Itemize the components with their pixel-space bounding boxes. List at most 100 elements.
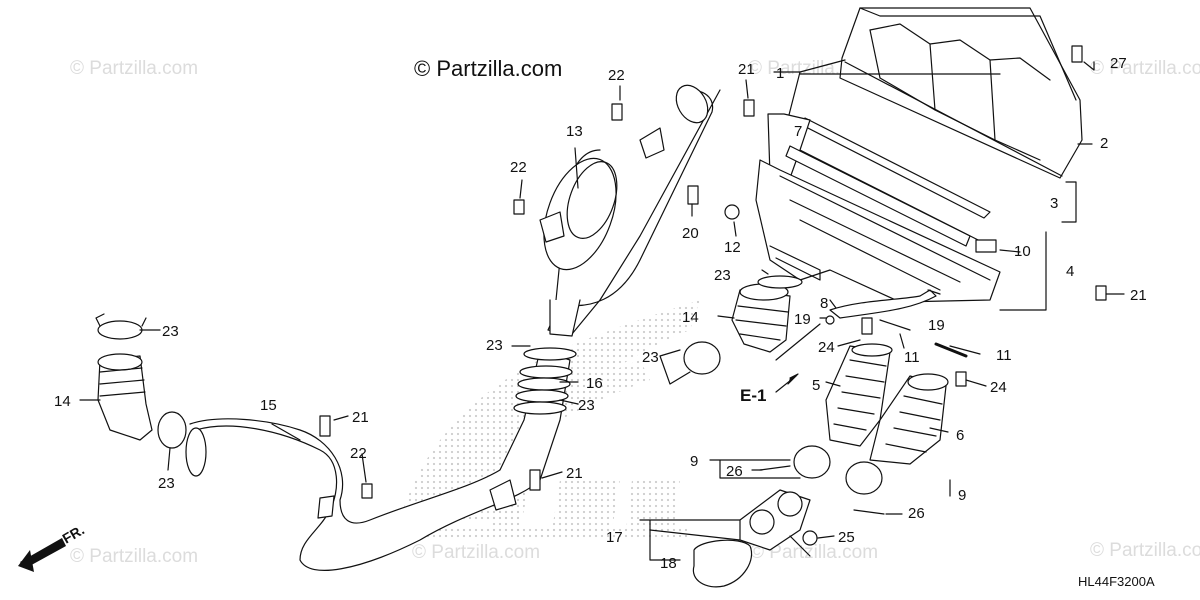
clamp-9-left — [793, 445, 831, 479]
watermark-bottom-center: © Partzilla.com — [412, 542, 541, 563]
bolts — [319, 45, 1107, 546]
clamp-23-left-top — [97, 320, 143, 340]
callout-25: 25 — [838, 529, 855, 546]
brand-header: © Partzilla.com — [414, 56, 562, 82]
callout-20: 20 — [682, 225, 699, 242]
clip-19-left — [825, 315, 835, 325]
bolt-21-right — [1095, 285, 1107, 301]
callout-27: 27 — [1110, 55, 1127, 72]
callout-14b: 14 — [682, 309, 699, 326]
callout-7: 7 — [794, 123, 802, 140]
intake-duct-main — [185, 349, 571, 571]
callout-23f: 23 — [714, 267, 731, 284]
watermark-top-left: © Partzilla.com — [70, 58, 199, 79]
bolt-25 — [802, 530, 818, 546]
callout-11b: 11 — [996, 347, 1012, 364]
connecting-tube-5 — [825, 343, 893, 447]
callout-23a: 23 — [162, 323, 179, 340]
intake-joint-left — [95, 313, 187, 449]
bolt-21-top — [743, 99, 755, 117]
bolt-21-bottom — [529, 469, 541, 491]
clamp-23-mid-top — [757, 275, 803, 289]
air-cleaner-cover — [839, 7, 1083, 179]
bolt-27 — [1071, 45, 1083, 63]
callout-12: 12 — [724, 239, 741, 256]
intake-duct-upper — [539, 84, 721, 337]
reference-e1: E-1 — [740, 386, 767, 405]
bolt-20 — [687, 185, 699, 205]
leader-lines — [79, 61, 1125, 561]
callout-23d: 23 — [578, 397, 595, 414]
callout-15: 15 — [260, 397, 277, 414]
callout-11a: 11 — [904, 349, 920, 366]
callout-21c: 21 — [352, 409, 369, 426]
air-cleaner-case — [755, 159, 1001, 303]
callout-5: 5 — [812, 377, 820, 394]
watermark-top-right: © Partzilla.com — [1090, 58, 1200, 79]
band-11-left — [879, 319, 911, 331]
clip-19-right — [927, 289, 941, 295]
bracket-4 — [999, 231, 1047, 311]
callout-22b: 22 — [510, 159, 527, 176]
callout-8: 8 — [820, 295, 828, 312]
diagram-code: HL44F3200A — [1078, 574, 1155, 589]
plate-10 — [975, 239, 997, 253]
duct-joint-16 — [513, 347, 577, 415]
callout-18: 18 — [660, 555, 677, 572]
bolt-24-left — [861, 317, 873, 335]
callout-21b: 21 — [1130, 287, 1147, 304]
callout-26a: 26 — [726, 463, 743, 480]
callout-17: 17 — [606, 529, 623, 546]
clamp-23-left-bottom — [157, 411, 187, 449]
callout-22a: 22 — [608, 67, 625, 84]
callout-13: 13 — [566, 123, 583, 140]
callout-19a: 19 — [794, 311, 811, 328]
breather-tube — [829, 289, 937, 319]
callout-23c: 23 — [486, 337, 503, 354]
callout-9a: 9 — [690, 453, 698, 470]
screw-26-left — [759, 465, 791, 471]
bolt-21-left — [319, 415, 331, 437]
callout-21a: 21 — [738, 61, 755, 78]
grommet-12 — [724, 204, 740, 220]
bolt-22-bottom — [361, 483, 373, 499]
air-cleaner-element — [767, 113, 971, 247]
callout-23e: 23 — [642, 349, 659, 366]
callout-14a: 14 — [54, 393, 71, 410]
callout-4: 4 — [1066, 263, 1074, 280]
callout-9b: 9 — [958, 487, 966, 504]
callout-22c: 22 — [350, 445, 367, 462]
clamp-9-right — [845, 461, 883, 495]
callout-19b: 19 — [928, 317, 945, 334]
screw-26-right — [853, 509, 885, 515]
callout-3: 3 — [1050, 195, 1058, 212]
bolt-24-right — [955, 371, 967, 387]
gasket-18 — [692, 539, 753, 588]
bolt-22-top — [611, 103, 623, 121]
callout-2: 2 — [1100, 135, 1108, 152]
callout-23b: 23 — [158, 475, 175, 492]
watermark-bottom-right: © Partzilla.com — [1090, 540, 1200, 561]
callout-16: 16 — [586, 375, 603, 392]
callout-21d: 21 — [566, 465, 583, 482]
callout-24a: 24 — [818, 339, 835, 356]
callout-10: 10 — [1014, 243, 1031, 260]
watermark-bottom-mid: © Partzilla.com — [750, 542, 879, 563]
bolt-22-mid — [513, 199, 525, 215]
callout-26b: 26 — [908, 505, 925, 522]
insulator-17 — [739, 489, 811, 551]
bracket-3 — [1061, 181, 1077, 223]
clamp-23-mid-left — [683, 341, 721, 375]
copyright-symbol: © — [414, 56, 431, 81]
callout-numbers: 1 2 3 4 5 6 7 8 9 9 10 11 11 12 13 14 14… — [54, 55, 1147, 572]
e1-arrow-head — [787, 373, 799, 385]
intake-joint-middle — [683, 275, 803, 375]
band-11-right — [934, 342, 968, 358]
callout-6: 6 — [956, 427, 964, 444]
brand-site-name: Partzilla.com — [436, 56, 563, 81]
connecting-tube-6 — [869, 373, 949, 465]
callout-24b: 24 — [990, 379, 1007, 396]
callout-1: 1 — [776, 65, 784, 82]
